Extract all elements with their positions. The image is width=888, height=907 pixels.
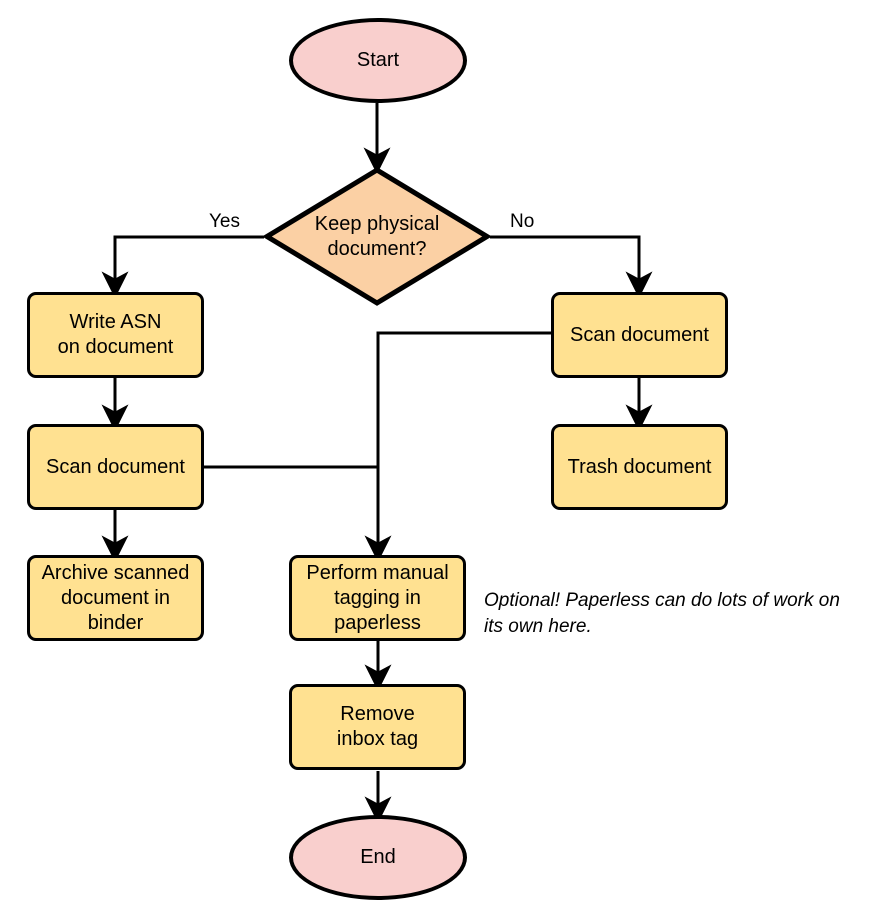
annotation-optional-note-line1: Optional! Paperless can do lots of work … (484, 590, 840, 611)
node-remove-inbox-label: Remove inbox tag (337, 702, 418, 752)
node-manual-tagging-label-line1: Perform manual (306, 561, 449, 584)
node-scan-left-label: Scan document (46, 455, 185, 480)
edge-decision-no-to-scan-right (490, 235, 653, 299)
node-scan-right-label-line1: Scan document (570, 323, 709, 346)
edge-scan-right-to-manual-tagging (364, 331, 551, 563)
node-manual-tagging-label-line3: paperless (334, 611, 421, 634)
node-manual-tagging-label: Perform manual tagging in paperless (306, 561, 448, 636)
node-write-asn-label-line2: on document (57, 336, 174, 358)
node-write-asn-on-document[interactable]: Write ASN on document (27, 292, 204, 378)
node-scan-document-right[interactable]: Scan document (551, 292, 728, 378)
node-trash-label-line1: Trash document (567, 455, 712, 478)
node-remove-inbox-tag[interactable]: Remove inbox tag (289, 684, 466, 770)
node-trash-document[interactable]: Trash document (551, 424, 728, 510)
node-archive-label: Archive scanned document in binder (42, 561, 190, 636)
edge-label-no: No (510, 211, 535, 232)
edge-label-yes: Yes (209, 211, 240, 232)
node-write-asn-label: Write ASN on document (58, 310, 174, 360)
node-archive-label-line1: Archive scanned (41, 561, 190, 584)
node-decision-label: Keep physical document? (264, 212, 490, 262)
node-start[interactable]: Start (289, 18, 467, 103)
node-perform-manual-tagging[interactable]: Perform manual tagging in paperless (289, 555, 466, 641)
node-archive-scanned-document[interactable]: Archive scanned document in binder (27, 555, 204, 641)
node-decision-label-line1: Keep physical (314, 212, 440, 235)
node-archive-label-line2: document in (61, 586, 170, 609)
node-scan-left-label-line1: Scan document (46, 455, 185, 478)
node-end[interactable]: End (289, 815, 467, 900)
node-remove-inbox-label-line1: Remove (340, 703, 415, 725)
diamond-shape-icon (264, 167, 490, 306)
edge-decision-yes-to-write-asn (101, 235, 264, 299)
node-scan-right-label: Scan document (570, 323, 709, 348)
node-write-asn-label-line1: Write ASN (69, 311, 162, 333)
node-end-label: End (360, 846, 396, 868)
node-archive-label-line3: binder (87, 611, 144, 634)
node-decision-label-line2: document? (327, 237, 427, 260)
node-remove-inbox-label-line2: inbox tag (336, 728, 419, 750)
node-trash-label: Trash document (568, 455, 712, 480)
annotation-optional-note-line2: its own here. (484, 616, 592, 637)
node-scan-document-left[interactable]: Scan document (27, 424, 204, 510)
node-keep-physical-document-decision[interactable]: Keep physical document? (264, 167, 490, 306)
annotation-optional-note: Optional! Paperless can do lots of work … (484, 588, 884, 640)
node-start-label: Start (356, 49, 400, 71)
node-manual-tagging-label-line2: tagging in (334, 586, 421, 609)
